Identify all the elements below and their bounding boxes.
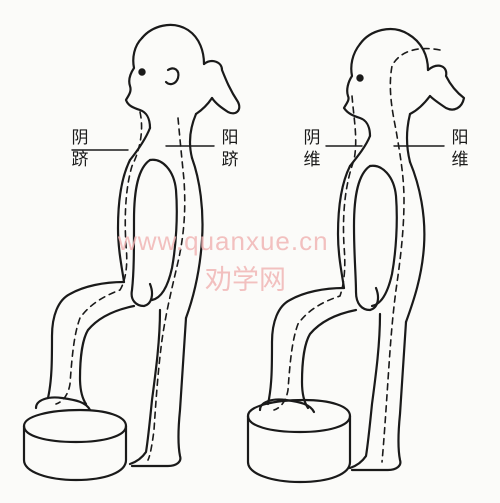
watermark-url: www.quanxue.cn <box>118 226 329 257</box>
watermark-site-name: 劝学网 <box>205 258 286 297</box>
label-yin-wei-char-2: 维 <box>302 150 322 170</box>
label-yin-qiao-char-1: 阴 <box>70 128 90 148</box>
label-yang-wei-char-1: 阳 <box>450 128 470 148</box>
label-yang-qiao-char-1: 阳 <box>220 128 240 148</box>
label-yin-wei-char-1: 阴 <box>302 128 322 148</box>
label-yin-qiao-char-2: 跻 <box>70 150 90 170</box>
label-yang-qiao-char-2: 跻 <box>220 150 240 170</box>
label-yang-wei-char-2: 维 <box>450 150 470 170</box>
